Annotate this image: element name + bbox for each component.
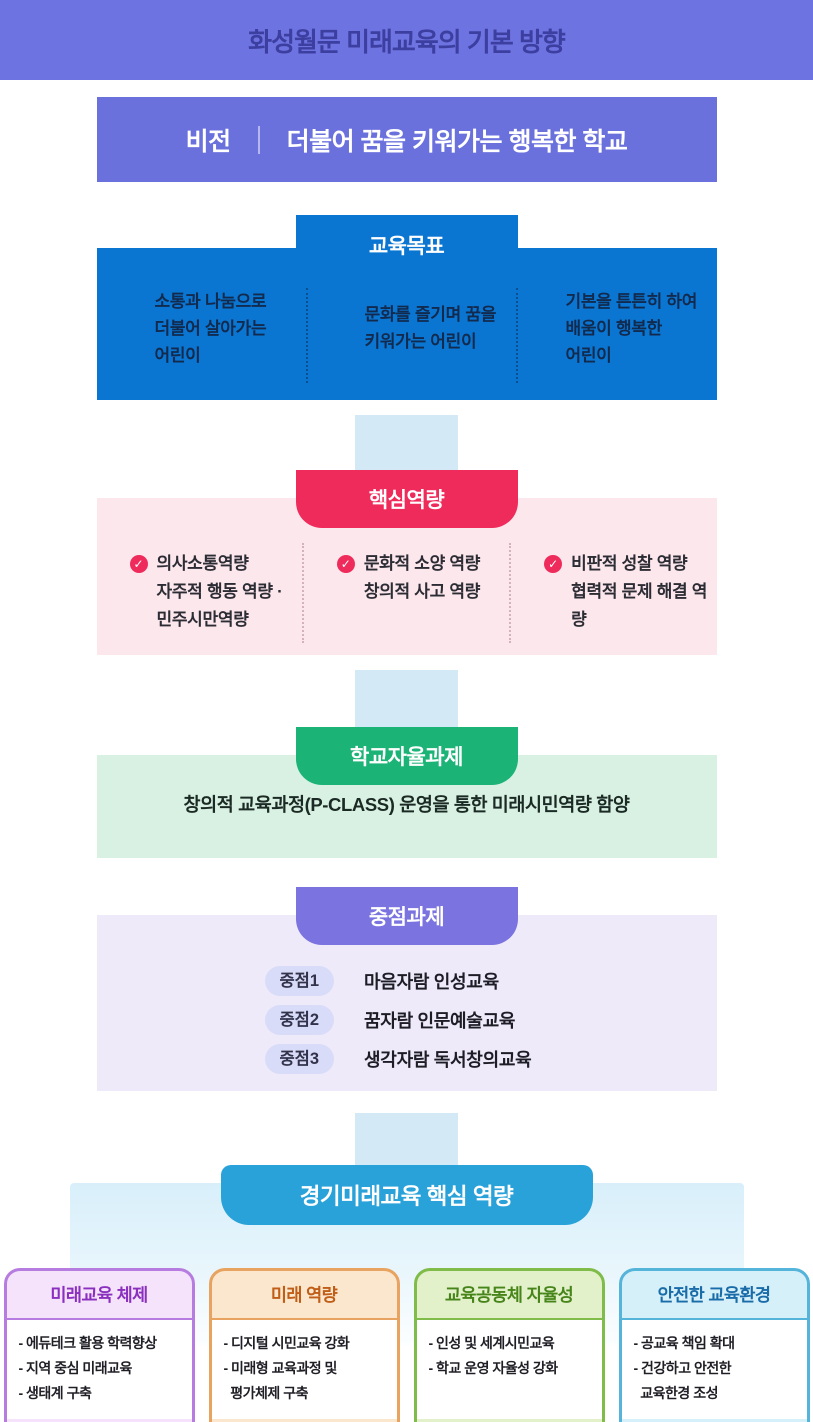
focus-badge: 중점1 bbox=[264, 966, 335, 996]
focus-label: 마음자람 인성교육 bbox=[364, 972, 499, 992]
card-future-education-system: 미래교육 체제 - 에듀테크 활용 학력향상 - 지역 중심 미래교육 - 생태… bbox=[3, 1268, 195, 1422]
vision-divider bbox=[257, 125, 260, 154]
core-competencies-tab: 핵심역량 bbox=[295, 470, 518, 528]
dotted-divider bbox=[509, 543, 512, 643]
goal-item-2: 문화를 즐기며 꿈을 키워가는 어린이 bbox=[364, 305, 497, 351]
core-competencies-section: 핵심역량 ✓ 의사소통역량 자주적 행동 역량 · 민주시만역량 ✓ 문화적 소… bbox=[96, 470, 717, 655]
page-title: 화성월문 미래교육의 기본 방향 bbox=[248, 26, 566, 57]
card-future-competency: 미래 역량 - 디지털 시민교육 강화 - 미래형 교육과정 및 평가체제 구축 bbox=[208, 1268, 400, 1422]
vision-label: 비전 bbox=[185, 127, 232, 156]
card-community-autonomy: 교육공동체 자율성 - 인성 및 세계시민교육 - 학교 운영 자율성 강화 bbox=[413, 1268, 605, 1422]
competency-item-2: ✓ 문화적 소양 역량 창의적 사고 역량 bbox=[304, 528, 509, 655]
goal-item-1: 소통과 나눔으로 더불어 살아가는 어린이 bbox=[154, 291, 267, 365]
school-task-section: 학교자율과제 창의적 교육과정(P-CLASS) 운영을 통한 미래시민역량 함… bbox=[96, 727, 717, 858]
card-body: - 에듀테크 활용 학력향상 - 지역 중심 미래교육 - 생태계 구축 bbox=[6, 1318, 192, 1419]
dotted-divider bbox=[305, 287, 308, 383]
card-body: - 디지털 시민교육 강화 - 미래형 교육과정 및 평가체제 구축 bbox=[211, 1318, 397, 1419]
card-title: 교육공동체 자율성 bbox=[444, 1285, 574, 1305]
focus-label: 꿈자람 인문예술교육 bbox=[364, 1011, 516, 1031]
focus-tasks-tab: 중점과제 bbox=[295, 887, 518, 945]
card-safe-environment: 안전한 교육환경 - 공교육 책임 확대 - 건강하고 안전한 교육한경 조성 bbox=[618, 1268, 810, 1422]
vision-banner: 비전 더불어 꿈을 키워가는 행복한 학교 bbox=[96, 97, 717, 182]
check-icon: ✓ bbox=[336, 555, 355, 573]
focus-task-row: 중점2 꿈자람 인문예술교육 bbox=[264, 1005, 717, 1035]
competency-text: 문화적 소양 역량 창의적 사고 역량 bbox=[363, 554, 481, 601]
gyeonggi-competencies-tab: 경기미래교육 핵심 역량 bbox=[220, 1165, 593, 1225]
focus-label: 생각자람 독서창의교육 bbox=[364, 1050, 532, 1070]
card-title: 미래교육 체제 bbox=[50, 1285, 148, 1305]
flow-connector bbox=[355, 415, 458, 470]
card-title: 미래 역량 bbox=[270, 1285, 338, 1305]
flow-connector bbox=[355, 670, 458, 727]
card-body: - 인성 및 세계시민교육 - 학교 운영 자율성 강화 bbox=[416, 1318, 602, 1419]
card-title: 안전한 교육환경 bbox=[657, 1285, 771, 1305]
competency-text: 의사소통역량 자주적 행동 역량 · 민주시만역량 bbox=[156, 554, 283, 629]
competency-item-3: ✓ 비판적 성찰 역량 협력적 문제 해결 역량 bbox=[511, 528, 716, 655]
education-goals-tab: 교육목표 bbox=[295, 215, 518, 275]
gyeonggi-competencies-section: 경기미래교육 핵심 역량 미래교육 체제 - 에듀테크 활용 학력향상 - 지역… bbox=[0, 1165, 813, 1422]
flow-connector bbox=[355, 1113, 458, 1165]
dotted-divider bbox=[301, 543, 304, 643]
card-body: - 공교육 책임 확대 - 건강하고 안전한 교육한경 조성 bbox=[621, 1318, 807, 1419]
check-icon: ✓ bbox=[544, 555, 563, 573]
competency-text: 비판적 성찰 역량 협력적 문제 해결 역량 bbox=[571, 554, 708, 629]
school-task-tab: 학교자율과제 bbox=[295, 727, 518, 785]
focus-task-row: 중점1 마음자람 인성교육 bbox=[264, 966, 717, 996]
education-goals-section: 교육목표 소통과 나눔으로 더불어 살아가는 어린이 문화를 즐기며 꿈을 키워… bbox=[96, 215, 717, 400]
check-icon: ✓ bbox=[129, 555, 148, 573]
competency-cards-row: 미래교육 체제 - 에듀테크 활용 학력향상 - 지역 중심 미래교육 - 생태… bbox=[3, 1268, 810, 1422]
goal-item-3: 기본을 튼튼히 하여 배움이 행복한 어린이 bbox=[565, 291, 698, 365]
dotted-divider bbox=[515, 287, 518, 383]
school-task-text: 창의적 교육과정(P-CLASS) 운영을 통한 미래시민역량 함양 bbox=[183, 793, 630, 815]
page-header: 화성월문 미래교육의 기본 방향 bbox=[0, 0, 813, 80]
focus-tasks-section: 중점과제 중점1 마음자람 인성교육 중점2 꿈자람 인문예술교육 중점3 생각… bbox=[96, 887, 717, 1091]
competency-item-1: ✓ 의사소통역량 자주적 행동 역량 · 민주시만역량 bbox=[97, 528, 302, 655]
focus-badge: 중점2 bbox=[264, 1005, 335, 1035]
vision-text: 더불어 꿈을 키워가는 행복한 학교 bbox=[286, 127, 628, 156]
focus-task-row: 중점3 생각자람 독서창의교육 bbox=[264, 1044, 717, 1074]
focus-badge: 중점3 bbox=[264, 1044, 335, 1074]
